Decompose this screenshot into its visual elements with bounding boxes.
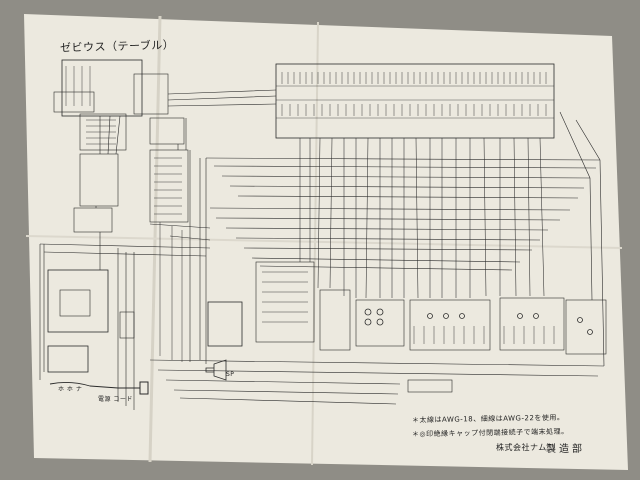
terminal-strip-4: [149, 149, 189, 223]
pcb-edge-connector: [275, 63, 555, 139]
diagram-title: ゼビウス（テーブル）: [59, 38, 175, 55]
bottom-terminal: [407, 379, 453, 393]
connector-pin-labels: [65, 66, 555, 344]
terminal-strip-1: [79, 113, 127, 151]
transformer-block: [47, 269, 109, 333]
power-plug: [118, 381, 149, 395]
terminal-strip-3: [73, 207, 113, 233]
terminal-strip-2: [79, 153, 119, 207]
speaker-label: SP: [226, 371, 235, 378]
company-name: 株式会社ナムコ: [496, 443, 556, 452]
left-label-2: 電源 コード: [98, 396, 133, 403]
power-connector-block: [61, 59, 143, 117]
wiring-layer: [39, 59, 607, 410]
department-name: 製造部: [546, 444, 585, 455]
audio-block: [207, 301, 243, 347]
left-label-1: ホ ホ ナ: [58, 386, 83, 393]
power-supply-block: [47, 345, 89, 373]
